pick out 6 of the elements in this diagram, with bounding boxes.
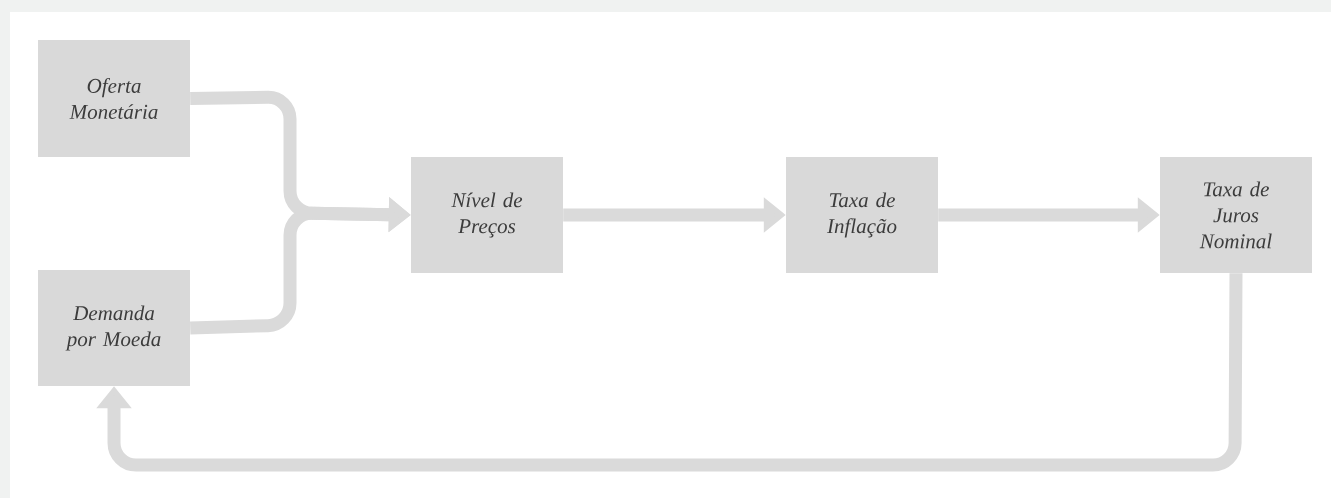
concept-box: Oferta Monetária: [38, 40, 190, 157]
concept-box: Taxa de Inflação: [786, 157, 938, 273]
concept-box: Demanda por Moeda: [38, 270, 190, 386]
concept-box: Nível de Preços: [411, 157, 563, 273]
concept-box: Taxa de Juros Nominal: [1160, 157, 1312, 273]
arrow: [96, 273, 1243, 472]
